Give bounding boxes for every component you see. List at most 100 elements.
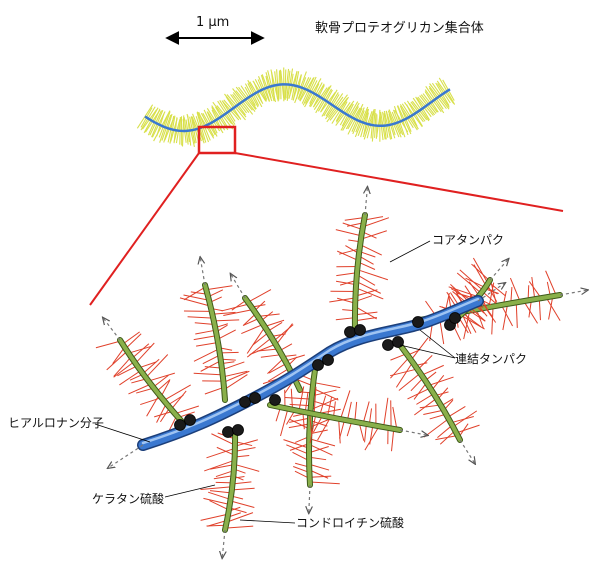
link-protein xyxy=(312,359,324,371)
chondroitin-chain xyxy=(223,309,253,316)
chondroitin-chain xyxy=(357,295,373,302)
chondroitin-chain xyxy=(476,309,484,329)
chondroitin-chain xyxy=(175,405,199,414)
chondroitin-chain xyxy=(509,277,521,303)
chondroitin-chain xyxy=(515,302,518,328)
chondroitin-chain xyxy=(208,491,229,500)
chondroitin-chain xyxy=(202,355,218,365)
chondroitin-chain xyxy=(200,513,227,521)
chondroitin-chain xyxy=(548,296,554,320)
chondroitin-chain xyxy=(338,418,341,444)
chondroitin-chain xyxy=(472,257,489,284)
chondroitin-chain xyxy=(310,470,329,479)
chondroitin-chain xyxy=(207,520,227,527)
chondroitin-chain xyxy=(488,282,495,308)
chondroitin-chain xyxy=(358,282,381,294)
chondroitin-chain xyxy=(132,343,150,358)
chondroitin-chain xyxy=(204,366,220,369)
chondroitin-chain xyxy=(204,387,224,395)
chondroitin-chain xyxy=(223,374,248,391)
extension-arrow xyxy=(459,439,475,464)
chondroitin-chain xyxy=(312,420,328,427)
chondroitin-chain xyxy=(249,344,274,356)
chondroitin-chain xyxy=(310,481,340,485)
chondroitin-chain xyxy=(311,445,333,456)
chondroitin-chain xyxy=(545,270,557,296)
link-protein-label: 連結タンパク xyxy=(455,352,528,366)
chondroitin-chain xyxy=(317,416,332,441)
overview-bristles xyxy=(136,67,456,147)
chondroitin-chain xyxy=(165,384,191,400)
chondroitin-chain xyxy=(231,299,247,311)
chondroitin-chain xyxy=(538,298,541,321)
chondroitin-chain xyxy=(206,448,234,459)
chondroitin-chain xyxy=(125,333,142,349)
extension-arrow xyxy=(489,259,508,281)
core-protein xyxy=(118,338,187,427)
chondroitin-chain xyxy=(178,411,195,418)
chondroitin-chain xyxy=(313,388,339,401)
extension-arrow xyxy=(231,274,246,299)
chondroitin-chain xyxy=(210,464,232,470)
chondroitin-chain xyxy=(491,306,494,335)
link-protein xyxy=(232,424,244,436)
extension-arrow xyxy=(559,290,588,296)
core-protein-group xyxy=(390,337,480,464)
chondroitin-chain xyxy=(311,457,327,461)
core-protein-group xyxy=(329,187,390,333)
chondroitin-chain xyxy=(203,497,228,505)
chondroitin-chain xyxy=(154,374,169,387)
core-protein-group xyxy=(95,318,199,438)
link-protein xyxy=(412,316,424,328)
link-protein xyxy=(449,312,461,324)
link-protein xyxy=(222,426,234,438)
chondroitin-chain xyxy=(241,324,262,335)
chondroitin-chain xyxy=(364,425,380,451)
core-protein-group xyxy=(417,270,588,345)
chondroitin-chain xyxy=(122,331,140,345)
chondroitin-chain xyxy=(171,390,187,409)
leader-line xyxy=(239,519,296,524)
chondroitin-chain xyxy=(242,314,256,326)
chondroitin-chain xyxy=(391,428,395,452)
chondroitin-chain xyxy=(312,429,328,434)
extension-arrow xyxy=(103,318,121,341)
chondroitin-chain xyxy=(195,330,214,335)
chondroitin-chain xyxy=(157,379,171,391)
chondroitin-chain xyxy=(260,354,280,358)
chondroitin-chain xyxy=(216,446,233,455)
chondroitin-chain xyxy=(183,286,206,301)
chondroitin-chain xyxy=(161,380,171,396)
diagram-title: 軟骨プロテオグリカン集合体 xyxy=(315,21,484,36)
chondroitin-chain xyxy=(465,277,485,288)
chondroitin-chain xyxy=(356,307,377,320)
chondroitin-chain xyxy=(435,435,458,441)
chondroitin-chain xyxy=(501,305,513,327)
chondroitin-chain xyxy=(209,490,229,494)
leader-line xyxy=(399,344,456,359)
leader-line xyxy=(419,329,456,359)
chondroitin-chain xyxy=(311,446,329,453)
link-protein xyxy=(354,324,366,336)
chondroitin-chain xyxy=(204,460,233,472)
chondroitin-chain xyxy=(314,382,341,389)
core-protein-group xyxy=(283,367,341,513)
chondroitin-chain xyxy=(225,512,254,523)
chondroitin-chain xyxy=(407,388,429,400)
chondroitin-chain xyxy=(419,404,439,409)
chondroitin-chain xyxy=(193,335,214,341)
chondroitin-chain xyxy=(363,217,390,227)
chondroitin-chain xyxy=(360,270,389,281)
chondroitin-chain xyxy=(200,361,219,372)
extension-arrow xyxy=(309,484,310,513)
chondroitin-chain xyxy=(455,424,480,434)
extension-arrow xyxy=(222,529,225,558)
chondroitin-chain xyxy=(129,345,152,354)
chondroitin-chain xyxy=(225,525,254,529)
chondroitin-chain xyxy=(298,386,305,411)
chondroitin-chain xyxy=(471,263,490,281)
chondroitin-chain xyxy=(362,401,370,424)
chondroitin-chain xyxy=(196,342,216,347)
chondroitin-chain xyxy=(187,316,211,319)
